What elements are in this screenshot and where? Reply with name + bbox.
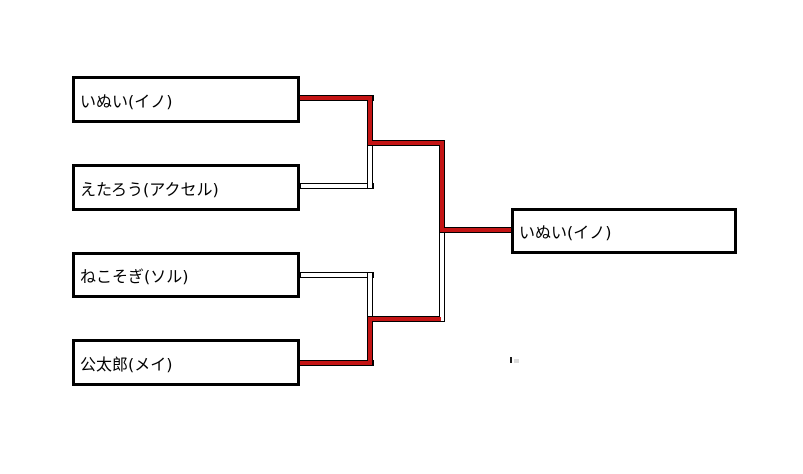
connector-sf1-player2-line	[300, 183, 374, 189]
stray-smudge-mark	[514, 359, 519, 363]
winner-path-sf1-player1	[300, 96, 372, 100]
winner-path-sf2-player2	[300, 361, 372, 365]
player-box-2: えたろう(アクセル)	[72, 164, 300, 211]
player-4-label: 公太郎(メイ)	[80, 354, 173, 374]
winner-label: いぬい(イノ)	[519, 223, 612, 242]
winner-path-sf1-vertical	[368, 96, 372, 145]
winner-path-sf2-output	[368, 317, 441, 321]
stray-tick-mark	[510, 357, 512, 363]
winner-path-final-vertical	[440, 141, 444, 232]
winner-path-final-output	[440, 228, 511, 232]
player-box-3: ねこそぎ(ソル)	[72, 252, 300, 298]
player-3-label: ねこそぎ(ソル)	[80, 267, 189, 286]
winner-path-sf1-output	[368, 141, 443, 145]
player-1-label: いぬい(イノ)	[80, 91, 173, 111]
connector-sf2-player1-line	[300, 272, 374, 278]
winner-path-sf2-vertical	[368, 318, 372, 365]
player-box-4: 公太郎(メイ)	[72, 339, 300, 386]
player-2-label: えたろう(アクセル)	[80, 179, 219, 199]
winner-box: いぬい(イノ)	[511, 208, 737, 254]
player-box-1: いぬい(イノ)	[72, 76, 300, 123]
